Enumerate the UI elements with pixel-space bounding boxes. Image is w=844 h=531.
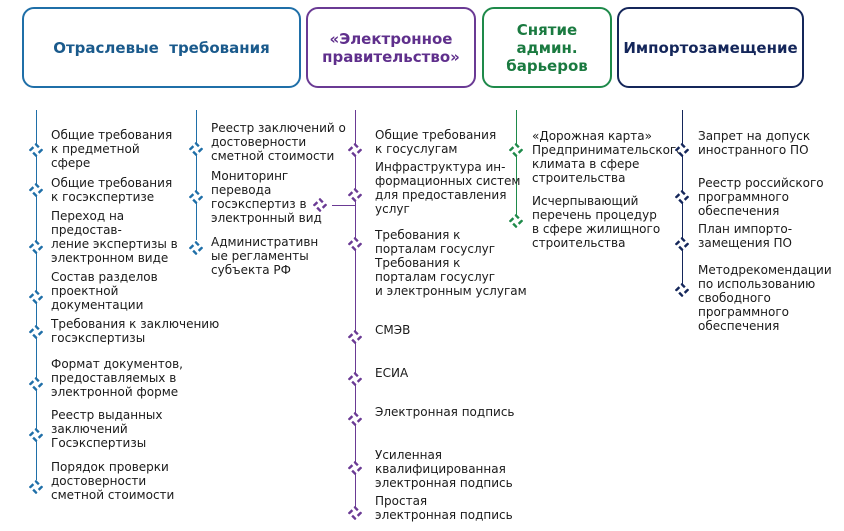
diamond-bullet-icon <box>348 412 362 426</box>
list-item-egov: СМЭВ <box>375 323 411 337</box>
list-item-egov: Усиленная квалифицированная электронная … <box>375 448 513 490</box>
diamond-bullet-icon <box>29 290 43 304</box>
diamond-bullet-icon <box>29 325 43 339</box>
diamond-bullet-icon <box>348 188 362 202</box>
list-item-egov: Общие требования к госуслугам <box>375 128 497 156</box>
diamond-bullet-icon <box>29 377 43 391</box>
list-item-egov: Требования к порталам госуслуг Требовани… <box>375 228 527 298</box>
diamond-bullet-icon <box>348 237 362 251</box>
diamond-bullet-icon <box>29 183 43 197</box>
diamond-bullet-icon <box>348 330 362 344</box>
header-industry-label: Отраслевые требования <box>53 38 270 57</box>
header-barriers-line1: Снятие <box>516 20 578 39</box>
diamond-branch-icon <box>313 198 327 212</box>
diamond-bullet-icon <box>189 241 203 255</box>
header-barriers-line2: админ. <box>516 38 578 57</box>
connector-barriers <box>516 110 517 215</box>
header-barriers-line3: барьеров <box>506 56 588 75</box>
diamond-bullet-icon <box>509 143 523 157</box>
list-item-import: Методрекомендации по использованию свобо… <box>698 263 832 333</box>
list-item-industry-col1: Состав разделов проектной документации <box>51 270 158 312</box>
header-import-substitution: Импортозамещение <box>617 7 804 88</box>
header-admin-barriers: Снятие админ. барьеров <box>482 7 612 88</box>
diamond-bullet-icon <box>675 143 689 157</box>
connector-egov-branch <box>332 205 355 206</box>
list-item-egov: Электронная подпись <box>375 405 515 419</box>
diamond-bullet-icon <box>348 461 362 475</box>
list-item-barriers: Исчерпывающий перечень процедур в сфере … <box>532 194 661 250</box>
list-item-egov: Простая электронная подпись <box>375 494 513 522</box>
connector-industry-col2 <box>196 110 197 240</box>
list-item-barriers: «Дорожная карта» Предпринимательского кл… <box>532 129 684 185</box>
header-e-government: «Электронное правительство» <box>306 7 476 88</box>
list-item-egov: Инфраструктура ин- формационных систем д… <box>375 160 521 216</box>
diamond-bullet-icon <box>189 142 203 156</box>
header-egov-line1: «Электронное <box>329 29 453 48</box>
list-item-industry-col2: Реестр заключений о достоверности сметно… <box>211 121 346 163</box>
header-import-label: Импортозамещение <box>623 38 798 57</box>
diamond-bullet-icon <box>29 480 43 494</box>
list-item-industry-col1: Реестр выданных заключений Госэкспертизы <box>51 408 163 450</box>
header-egov-line2: правительство» <box>322 47 460 66</box>
list-item-industry-col1: Общие требования к госэкспертизе <box>51 176 173 204</box>
list-item-import: Реестр российского программного обеспече… <box>698 176 824 218</box>
list-item-import: Запрет на допуск иностранного ПО <box>698 129 811 157</box>
list-item-industry-col1: Требования к заключению госэкспертизы <box>51 317 220 345</box>
diamond-bullet-icon <box>675 237 689 251</box>
diamond-bullet-icon <box>509 214 523 228</box>
list-item-industry-col1: Порядок проверки достоверности сметной с… <box>51 460 175 502</box>
list-item-egov: ЕСИА <box>375 366 409 380</box>
diamond-bullet-icon <box>348 372 362 386</box>
diamond-bullet-icon <box>348 506 362 520</box>
diamond-bullet-icon <box>29 240 43 254</box>
connector-egov <box>355 110 356 515</box>
list-item-industry-col1: Формат документов, предоставляемых в эле… <box>51 357 183 399</box>
list-item-industry-col2: Административн ые регламенты субъекта РФ <box>211 235 319 277</box>
list-item-industry-col1: Общие требования к предметной сфере <box>51 128 173 170</box>
diamond-bullet-icon <box>29 143 43 157</box>
header-industry-requirements: Отраслевые требования <box>22 7 301 88</box>
list-item-import: План импорто- замещения ПО <box>698 222 793 250</box>
list-item-industry-col2: Мониторинг перевода госэкспертиз в элект… <box>211 169 322 225</box>
list-item-industry-col1: Переход на предостав- ление экспертизы в… <box>51 209 178 265</box>
diamond-bullet-icon <box>675 283 689 297</box>
diamond-bullet-icon <box>348 143 362 157</box>
diamond-bullet-icon <box>675 190 689 204</box>
diamond-bullet-icon <box>189 190 203 204</box>
diamond-bullet-icon <box>29 428 43 442</box>
